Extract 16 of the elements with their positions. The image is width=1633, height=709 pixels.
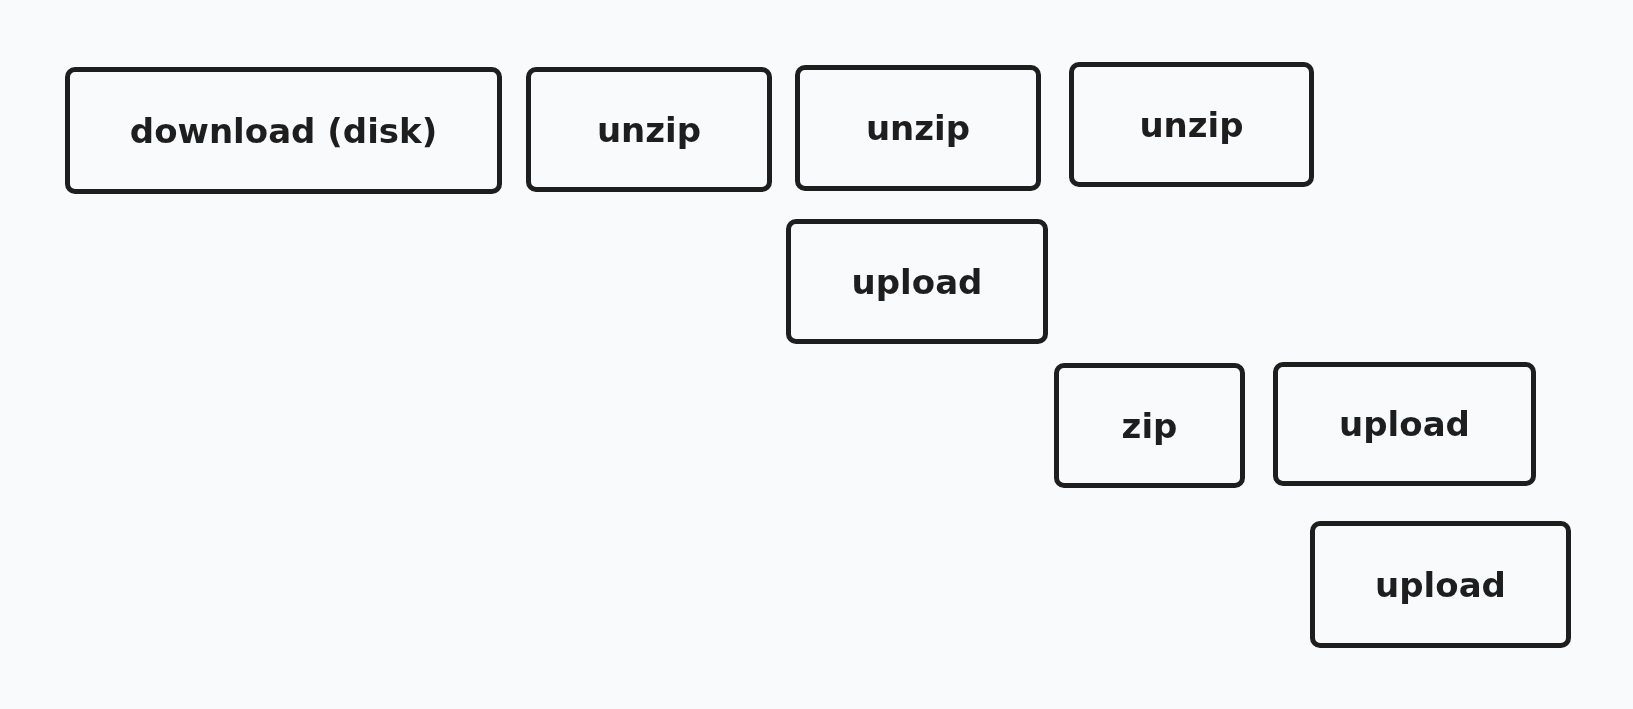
process-box (1069, 62, 1314, 187)
process-box (1054, 363, 1245, 488)
step-label: download (disk) (129, 110, 438, 151)
step-label: unzip (1139, 104, 1244, 145)
step-label: zip (1121, 405, 1178, 446)
process-box (786, 219, 1048, 344)
process-box (795, 65, 1041, 191)
step-label: unzip (596, 109, 702, 150)
step-label: upload (1375, 564, 1506, 605)
step-label: upload (1339, 404, 1470, 444)
process-box (1273, 362, 1536, 486)
process-box (1310, 521, 1571, 648)
process-box (65, 67, 502, 194)
step-label: upload (851, 261, 983, 302)
step-label: unzip (865, 108, 971, 148)
process-box (526, 67, 772, 192)
